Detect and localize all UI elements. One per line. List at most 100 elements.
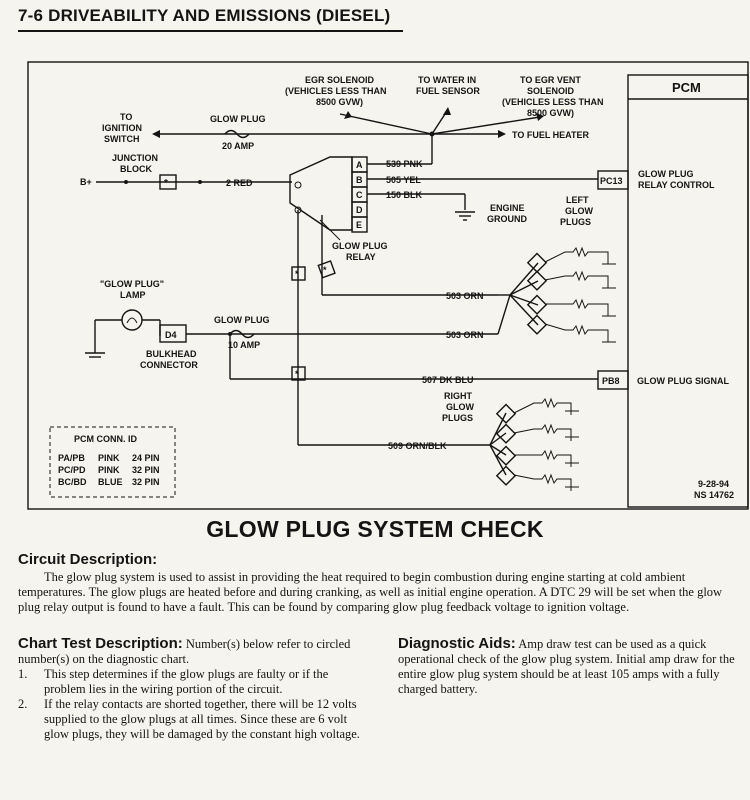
- conn-row-2-b: PINK: [98, 465, 120, 475]
- water-arrow: [443, 107, 451, 115]
- wire-509-label: 509 ORN/BLK: [388, 441, 447, 451]
- diagnostic-aids-section: Diagnostic Aids: Amp draw test can be us…: [398, 636, 744, 697]
- svg-text:*: *: [323, 265, 327, 275]
- egr-solenoid-label-3: 8500 GVW): [316, 97, 363, 107]
- left-glow-plugs: [497, 246, 616, 343]
- diagram-number: NS 14762: [694, 490, 734, 500]
- glow-plug-wiring-diagram: PCM EGR SOLENOID (VEHICLES LESS THAN 850…: [27, 61, 749, 510]
- conn-row-3-c: 32 PIN: [132, 477, 160, 487]
- right-glow-plugs: [489, 397, 579, 491]
- header-underline: [18, 30, 403, 32]
- to-ignition-label-3: SWITCH: [104, 134, 140, 144]
- fuse-10a-symbol: [229, 329, 255, 339]
- right-gp-label-3: PLUGS: [442, 413, 473, 423]
- egr-vent-label-3: (VEHICLES LESS THAN: [502, 97, 604, 107]
- ignition-arrow: [152, 130, 160, 138]
- item-text: If the relay contacts are shorted togeth…: [44, 697, 360, 741]
- wire-503a-label: 503 ORN: [446, 291, 484, 301]
- egr-vent-feed-wire: [431, 116, 541, 135]
- to-ignition-label: TO: [120, 112, 132, 122]
- item-number: 1.: [18, 667, 28, 681]
- conn-row-2-c: 32 PIN: [132, 465, 160, 475]
- relay-connector-body: [289, 156, 353, 231]
- circuit-description: The glow plug system is used to assist i…: [18, 570, 723, 614]
- bplus-label: B+: [80, 177, 92, 187]
- fuse-20a-label: GLOW PLUG: [210, 114, 266, 124]
- signal-fuse: [291, 366, 306, 381]
- water-fuel-label-2: FUEL SENSOR: [416, 86, 480, 96]
- junction-fuse: [159, 174, 177, 190]
- lamp-label-2: LAMP: [120, 290, 146, 300]
- chart-test-item: 1. This step determines if the glow plug…: [18, 667, 370, 697]
- junction-node-2: [198, 180, 202, 184]
- left-gp-label-2: GLOW: [565, 206, 593, 216]
- egr-vent-label: TO EGR VENT: [520, 75, 581, 85]
- relay-terminal-1: [294, 181, 302, 189]
- pin-a-label: A: [356, 160, 363, 170]
- fuse-10a-rating: 10 AMP: [228, 340, 260, 350]
- item-text: This step determines if the glow plugs a…: [44, 667, 329, 696]
- conn-row-1-c: 24 PIN: [132, 453, 160, 463]
- pcm-conn-id-title: PCM CONN. ID: [74, 434, 138, 444]
- pb8-connector: [597, 370, 629, 390]
- to-ignition-label-2: IGNITION: [102, 123, 142, 133]
- conn-row-1-a: PA/PB: [58, 453, 85, 463]
- left-gp-label: LEFT: [566, 195, 589, 205]
- egr-arrow: [344, 111, 352, 119]
- fuse-10a-label: GLOW PLUG: [214, 315, 270, 325]
- egr-solenoid-label-2: (VEHICLES LESS THAN: [285, 86, 387, 96]
- bulkhead-label: BULKHEAD: [146, 349, 197, 359]
- chart-test-item: 2. If the relay contacts are shorted tog…: [18, 697, 370, 742]
- pcm-label: PCM: [672, 80, 701, 95]
- svg-text:*: *: [295, 369, 299, 379]
- glow-plug-lamp: [121, 309, 143, 331]
- engine-ground-label-2: GROUND: [487, 214, 527, 224]
- egr-solenoid-label: EGR SOLENOID: [305, 75, 375, 85]
- diagram-date: 9-28-94: [698, 479, 729, 489]
- relay-control-label-2: RELAY CONTROL: [638, 180, 715, 190]
- item-number: 2.: [18, 697, 28, 711]
- chart-test-intro: Number(s) below refer to circled number(…: [18, 637, 351, 666]
- wire-503b-label: 503 ORN: [446, 330, 484, 340]
- egr-vent-arrow: [536, 113, 544, 121]
- pcm-module: [627, 74, 749, 508]
- relay-label: GLOW PLUG: [332, 241, 388, 251]
- left-gp-label-3: PLUGS: [560, 217, 591, 227]
- glow-plug-signal-label: GLOW PLUG SIGNAL: [637, 376, 729, 386]
- water-fuel-label: TO WATER IN: [418, 75, 476, 85]
- diag-aids-heading: Diagnostic Aids:: [398, 635, 516, 652]
- page-title: GLOW PLUG SYSTEM CHECK: [206, 516, 544, 542]
- conn-row-3-b: BLUE: [98, 477, 123, 487]
- pc13-connector: [597, 170, 629, 190]
- right-gp-label-2: GLOW: [446, 402, 474, 412]
- relay-label-2: RELAY: [346, 252, 376, 262]
- pin-e-label: E: [356, 220, 362, 230]
- pc13-label: PC13: [600, 176, 623, 186]
- wire-505-label: 505 YEL: [386, 175, 421, 185]
- pin-c-label: C: [356, 190, 363, 200]
- relay-fuse-1: [291, 266, 306, 281]
- wire-150-label: 150 BLK: [386, 190, 423, 200]
- relay-pin-e: [351, 216, 368, 233]
- relay-control-label: GLOW PLUG: [638, 169, 694, 179]
- chart-test-section: Chart Test Description: Number(s) below …: [18, 636, 370, 742]
- egr-vent-label-2: SOLENOID: [527, 86, 575, 96]
- fuel-heater-label: TO FUEL HEATER: [512, 130, 590, 140]
- relay-fuse-2: [317, 260, 336, 279]
- bulkhead-label-2: CONNECTOR: [140, 360, 198, 370]
- right-gp-label: RIGHT: [444, 391, 473, 401]
- junction-label: JUNCTION: [112, 153, 158, 163]
- lamp-label: "GLOW PLUG": [100, 279, 164, 289]
- fuse-20a-symbol: [224, 129, 250, 139]
- fuse-20a-rating: 20 AMP: [222, 141, 254, 151]
- circuit-heading: Circuit Description:: [18, 551, 158, 568]
- conn-row-3-a: BC/BD: [58, 477, 87, 487]
- egr-feed-wire: [339, 113, 433, 135]
- pb8-label: PB8: [602, 376, 620, 386]
- junction-label-2: BLOCK: [120, 164, 152, 174]
- engine-ground-label: ENGINE: [490, 203, 525, 213]
- conn-row-2-a: PC/PD: [58, 465, 86, 475]
- egr-vent-label-4: 8500 GVW): [527, 108, 574, 118]
- junction-fuse-mark: *: [164, 178, 168, 189]
- pin-b-label: B: [356, 175, 363, 185]
